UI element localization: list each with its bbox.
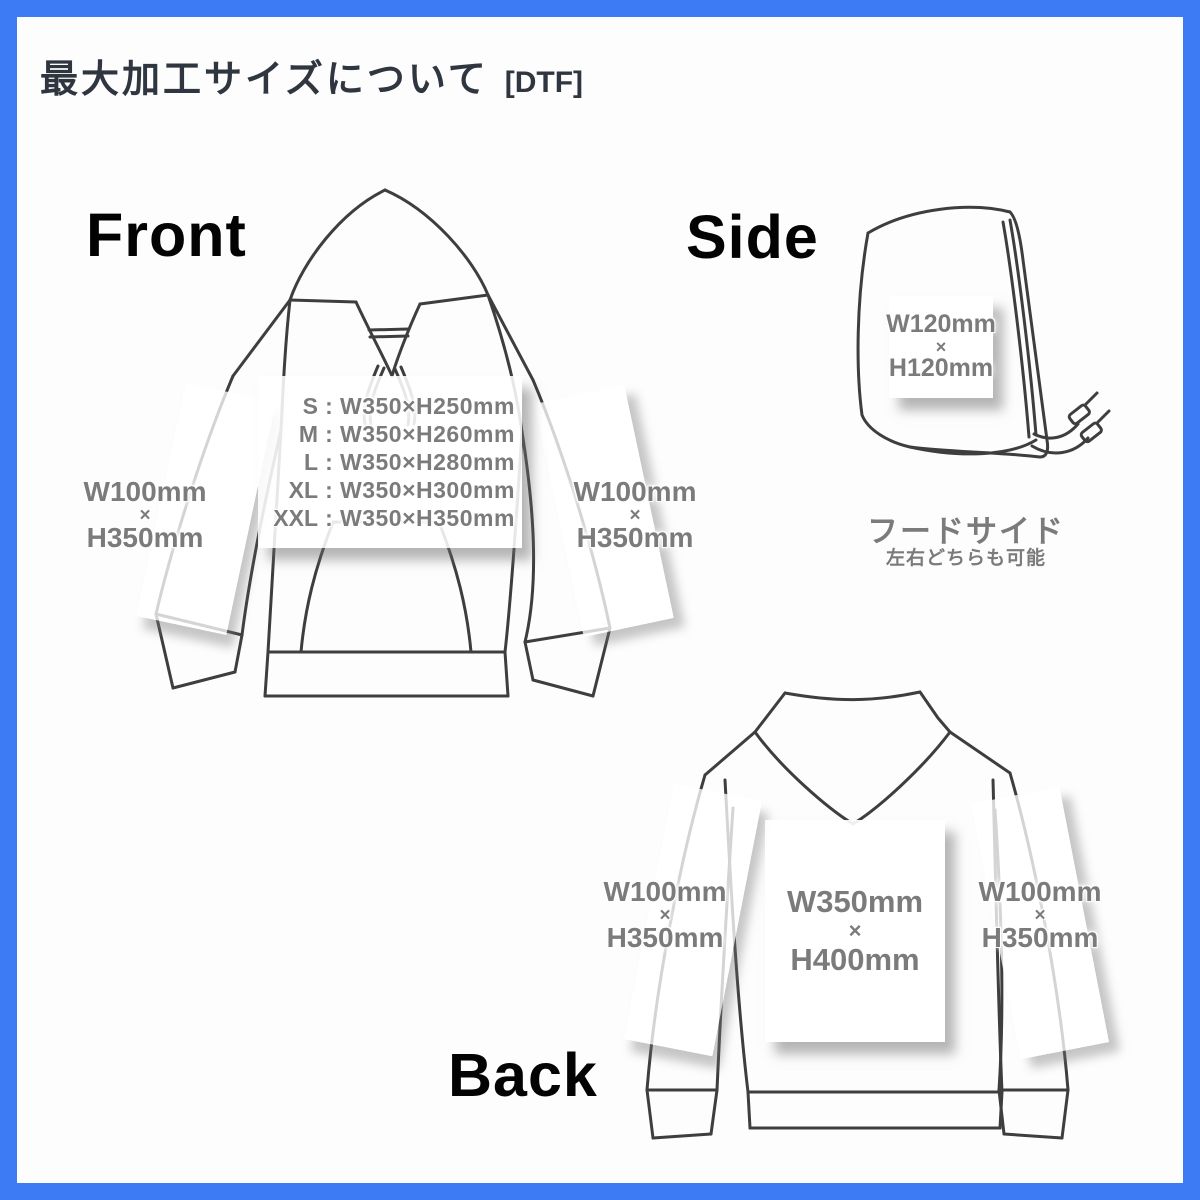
size-dims: W350×H260mm bbox=[340, 420, 515, 447]
front-heading: Front bbox=[86, 201, 247, 269]
page-title: 最大加工サイズについて [DTF] bbox=[40, 48, 583, 103]
front-size-table-panel: S : W350×H250mm M : W350×H260mm L : W350… bbox=[258, 376, 522, 548]
side-heading: Side bbox=[686, 203, 819, 271]
back-right-sleeve-size: W100mm × H350mm bbox=[968, 877, 1112, 952]
size-label: S bbox=[302, 392, 318, 419]
size-row-xxl: XXL : W350×H350mm bbox=[258, 506, 522, 530]
front-right-sleeve-size: W100mm × H350mm bbox=[563, 477, 707, 552]
side-hood-print-area: W120mm × H120mm bbox=[886, 296, 996, 398]
times-sign: × bbox=[139, 504, 151, 526]
back-heading: Back bbox=[448, 1041, 598, 1109]
hood-side-note: 左右どちらも可能 bbox=[885, 548, 1046, 569]
times-sign: × bbox=[659, 904, 671, 926]
size-row-m: M : W350×H260mm bbox=[258, 422, 522, 446]
size-label: M bbox=[298, 420, 318, 447]
size-dims: W350×H250mm bbox=[340, 392, 515, 419]
size-label: L bbox=[303, 448, 318, 475]
page-title-tag: [DTF] bbox=[504, 66, 584, 99]
times-sign: × bbox=[935, 336, 947, 357]
front-left-sleeve-size: W100mm × H350mm bbox=[73, 477, 217, 552]
side-hood-drawing bbox=[856, 205, 1111, 459]
page-title-text: 最大加工サイズについて bbox=[40, 59, 489, 101]
times-sign: × bbox=[1034, 904, 1046, 926]
size-row-s: S : W350×H250mm bbox=[258, 392, 522, 419]
hood-side-caption: フードサイド bbox=[867, 514, 1065, 549]
back-left-sleeve-size: W100mm × H350mm bbox=[593, 877, 737, 952]
times-sign: × bbox=[629, 504, 641, 526]
size-dims: W350×H280mm bbox=[340, 448, 515, 475]
size-row-l: L : W350×H280mm bbox=[258, 450, 522, 474]
back-body-print-area: W350mm × H400mm bbox=[765, 820, 945, 1042]
size-dims: W350×H350mm bbox=[340, 505, 515, 532]
size-dims: W350×H300mm bbox=[340, 477, 515, 504]
size-label: XL bbox=[288, 477, 318, 504]
times-sign: × bbox=[848, 918, 862, 943]
size-label: XXL bbox=[273, 505, 318, 532]
size-row-xl: XL : W350×H300mm bbox=[258, 478, 522, 502]
